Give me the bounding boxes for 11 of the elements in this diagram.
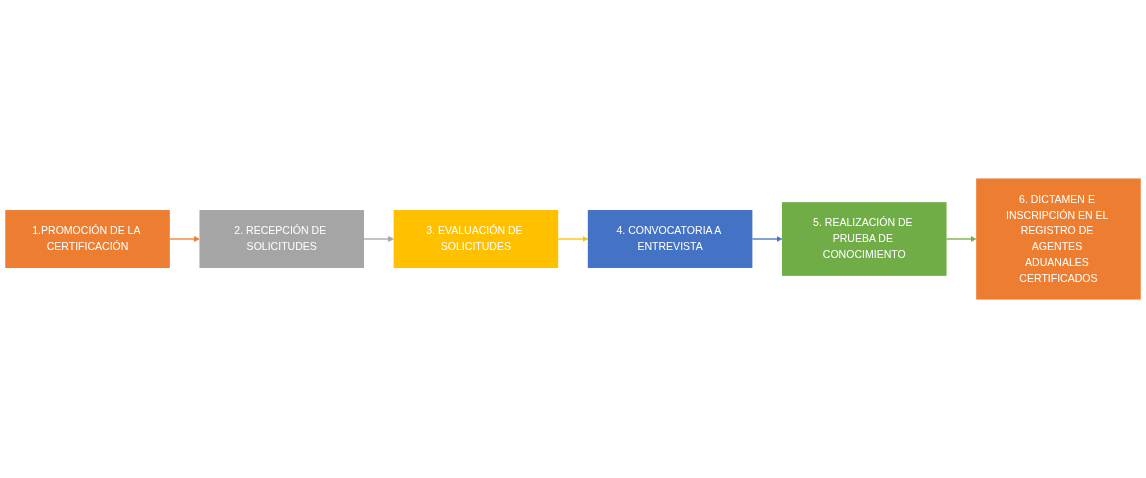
arrow bbox=[169, 236, 200, 242]
node-box: 3. EVALUACIÓN DE SOLICITUDES bbox=[393, 210, 559, 268]
node-box: 1.PROMOCIÓN DE LA CERTIFICACIÓN bbox=[5, 210, 170, 268]
node-box: 5. REALIZACIÓN DE PRUEBA DE CONOCIMIENTO bbox=[782, 202, 947, 276]
node-box: 6. DICTAMEN E INSCRIPCIÓN EN EL REGISTRO DE AGENTES ADUANALES CERTIFICADOS bbox=[976, 178, 1141, 300]
node-box: 2. RECEPCIÓN DE SOLICITUDES bbox=[199, 210, 364, 268]
arrow bbox=[557, 236, 589, 242]
node-box: 4. CONVOCATORIA A ENTREVISTA bbox=[587, 210, 753, 268]
arrow bbox=[945, 236, 977, 242]
arrow bbox=[363, 236, 394, 242]
arrow bbox=[751, 236, 783, 242]
